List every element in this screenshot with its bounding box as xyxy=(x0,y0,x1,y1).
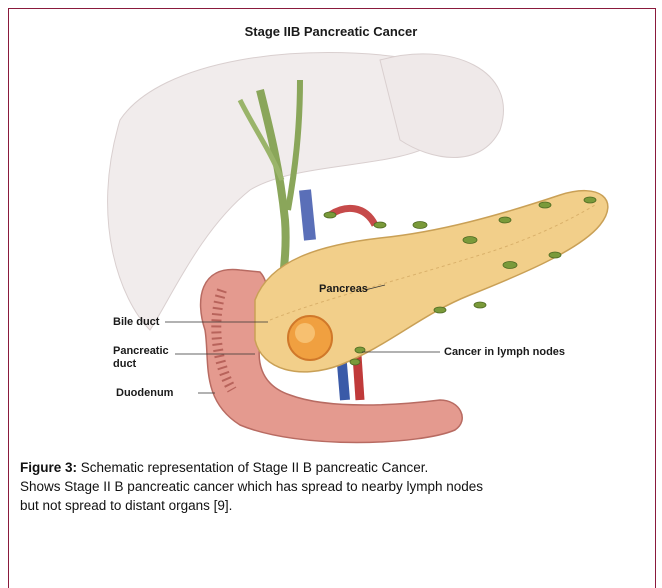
pancreas-diagram: Stage IIB Pancreatic Cancer Bile duct Pa… xyxy=(0,0,662,450)
caption-line1-text: Schematic representation of Stage II B p… xyxy=(77,460,428,475)
caption-figure-label: Figure 3: xyxy=(20,460,77,475)
label-pancreatic-duct-line1: Pancreatic xyxy=(113,345,169,358)
label-pancreas: Pancreas xyxy=(319,283,368,296)
anatomy-illustration xyxy=(0,0,662,450)
portal-vein xyxy=(305,190,310,240)
caption-line-2: Shows Stage II B pancreatic cancer which… xyxy=(20,477,650,496)
caption-line-3: but not spread to distant organs [9]. xyxy=(20,496,650,515)
label-duodenum: Duodenum xyxy=(116,387,173,400)
artery xyxy=(330,208,375,225)
caption-line-1: Figure 3: Schematic representation of St… xyxy=(20,458,650,477)
figure-title: Stage IIB Pancreatic Cancer xyxy=(0,24,662,39)
label-bile-duct: Bile duct xyxy=(113,316,159,329)
label-pancreatic-duct-line2: duct xyxy=(113,358,136,371)
label-cancer-in-lymph-nodes: Cancer in lymph nodes xyxy=(444,346,565,359)
figure-caption: Figure 3: Schematic representation of St… xyxy=(20,458,650,515)
tumor-highlight xyxy=(295,323,315,343)
